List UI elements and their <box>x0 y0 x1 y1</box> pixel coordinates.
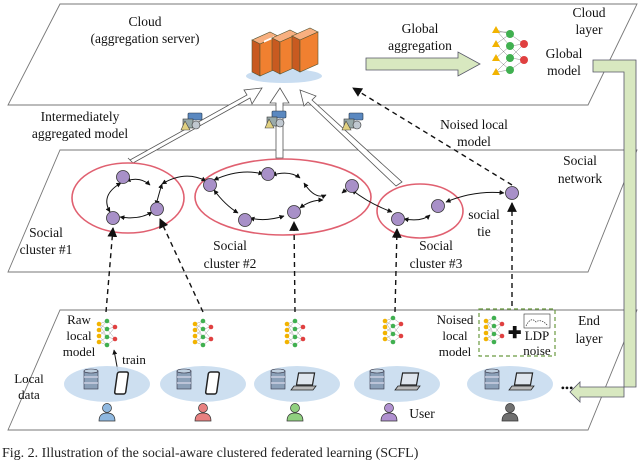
social-nodes <box>106 167 519 227</box>
social-node <box>287 205 301 219</box>
raw-local-model-label-line1: Raw <box>67 312 91 327</box>
global-aggregation-arrow <box>365 51 481 77</box>
cloud-title: Cloud <box>128 14 161 29</box>
social-node <box>238 213 252 227</box>
database-icon-2 <box>176 368 192 390</box>
database-icon-5 <box>484 368 500 390</box>
phone-icon-2 <box>204 371 221 395</box>
social-node <box>106 211 120 225</box>
social-cluster-1-ellipse <box>71 162 185 234</box>
phone-icon-1 <box>113 371 130 395</box>
server-cluster-icon <box>246 27 322 83</box>
cloud-layer-label-line2: layer <box>576 22 603 37</box>
local-data-label-line2: data <box>18 387 40 402</box>
social-tie-label-line1: social <box>468 207 500 222</box>
social-node <box>391 212 405 226</box>
database-icon-4 <box>369 368 385 390</box>
cloud-layer-plane <box>7 3 638 106</box>
noised-local-model-bottom-line1: Noised <box>437 312 474 327</box>
social-tie-label-line2: tie <box>477 224 491 239</box>
local-data-label-line1: Local <box>14 371 44 386</box>
noised-upload-arrow <box>352 87 513 186</box>
social-cluster-1-label-line1: Social <box>29 225 63 240</box>
social-network-label-line2: network <box>558 171 602 186</box>
edge-server-icon-3 <box>341 112 364 131</box>
figure-caption: Fig. 2. Illustration of the social-aware… <box>2 446 419 461</box>
global-model-label-line2: model <box>547 63 581 78</box>
social-node <box>345 179 359 193</box>
social-node <box>261 167 275 181</box>
database-icon-1 <box>83 368 99 390</box>
local-upload-arrows <box>105 202 517 313</box>
more-devices-ellipsis: ••• <box>561 381 574 395</box>
global-model-label-line1: Global <box>546 46 583 61</box>
social-node <box>116 170 130 184</box>
noised-local-model-top-line1: Noised local <box>440 117 508 132</box>
noised-model-box <box>478 308 556 357</box>
ldp-distribution-icon <box>523 313 551 329</box>
noised-local-model-bottom-line2: local <box>442 328 468 343</box>
social-cluster-3-label-line2: cluster #3 <box>410 256 463 271</box>
social-node <box>203 178 217 192</box>
plus-icon: ✚ <box>508 325 521 342</box>
social-node <box>505 186 519 200</box>
global-broadcast-arrow <box>569 59 637 403</box>
global-aggregation-label-line1: Global <box>402 21 439 36</box>
noise-label: noise <box>523 343 551 358</box>
cloud-layer-label-line1: Cloud <box>572 5 605 20</box>
noised-local-model-bottom-line3: model <box>439 344 472 359</box>
intermediate-model-label-line2: aggregated model <box>32 126 129 141</box>
intermediate-model-label-line1: Intermediately <box>41 109 120 124</box>
social-cluster-3-label-line1: Social <box>419 238 453 253</box>
global-model-icon <box>492 26 528 75</box>
end-layer-label-line2: layer <box>576 331 603 346</box>
social-node <box>150 202 164 216</box>
database-icon-3 <box>270 368 286 390</box>
global-aggregation-label-line2: aggregation <box>388 38 452 53</box>
social-node <box>431 199 445 213</box>
social-edges <box>105 170 505 223</box>
raw-local-model-label-line3: model <box>63 344 96 359</box>
social-layer-plane <box>7 149 638 273</box>
social-cluster-2-label-line1: Social <box>213 238 247 253</box>
social-cluster-2-label-line2: cluster #2 <box>204 256 257 271</box>
noised-local-model-top-line2: model <box>457 134 491 149</box>
train-label: train <box>122 352 146 367</box>
social-network-label-line1: Social <box>563 153 597 168</box>
cloud-subtitle: (aggregation server) <box>90 31 199 46</box>
raw-local-model-label-line2: local <box>66 328 92 343</box>
user-label: User <box>409 406 435 421</box>
ldp-label: LDP <box>525 328 550 343</box>
social-cluster-1-label-line2: cluster #1 <box>20 242 73 257</box>
end-layer-label-line1: End <box>578 313 600 328</box>
